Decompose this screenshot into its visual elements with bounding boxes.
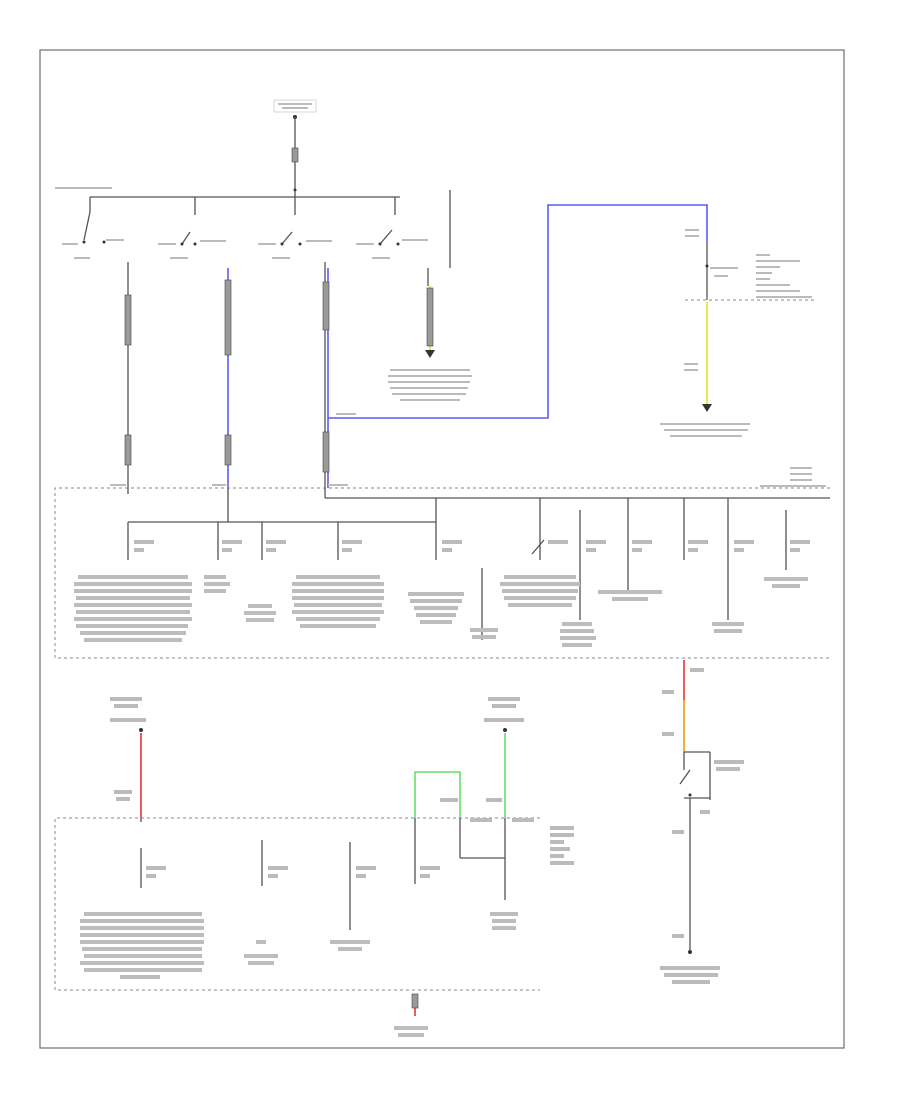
switch-contact-3 [258,197,332,259]
feed-wire-3 [322,262,348,488]
fuse-u10 [727,498,754,620]
right-relay [660,229,815,437]
fuse-l2 [261,840,288,886]
right-lower-circuit [660,660,744,984]
upper-fuse-row [127,498,810,640]
switch-contact-2 [158,197,226,259]
fuse-u7 [579,510,606,620]
switch-contact-4 [356,197,428,259]
fuse-u4 [337,522,362,560]
blue-wire-to-relay [328,204,708,419]
feed-wire-2 [212,268,232,488]
lower-fuse-row [140,818,440,930]
fuse-l3 [349,842,376,930]
fuse-u2 [217,522,242,560]
lower-left-source [110,697,146,818]
fuse-l1 [140,848,166,888]
diagram-border [39,49,845,1049]
fuse-l4 [414,818,440,884]
lower-center-source [414,697,524,818]
fuse-u6 [531,498,568,560]
fuse-u8 [627,498,652,590]
feed-wire-1 [110,262,132,488]
fuse-u9 [683,498,708,560]
junction-block-upper [54,467,830,659]
ignition-switch [55,187,451,268]
lower-bottom-feed [411,993,419,1016]
switch-contact-1 [62,197,124,259]
fuse-u5 [435,522,462,560]
fuse-u3 [261,522,286,560]
top-power-source [273,99,317,192]
top-output-text [388,369,472,401]
lower-description-blocks [80,912,518,1037]
fuse-u11 [785,510,810,570]
upper-description-blocks [74,575,808,647]
fuse-u1 [127,522,154,560]
junction-block-lower [54,817,574,991]
feed-wire-4 [425,268,435,358]
